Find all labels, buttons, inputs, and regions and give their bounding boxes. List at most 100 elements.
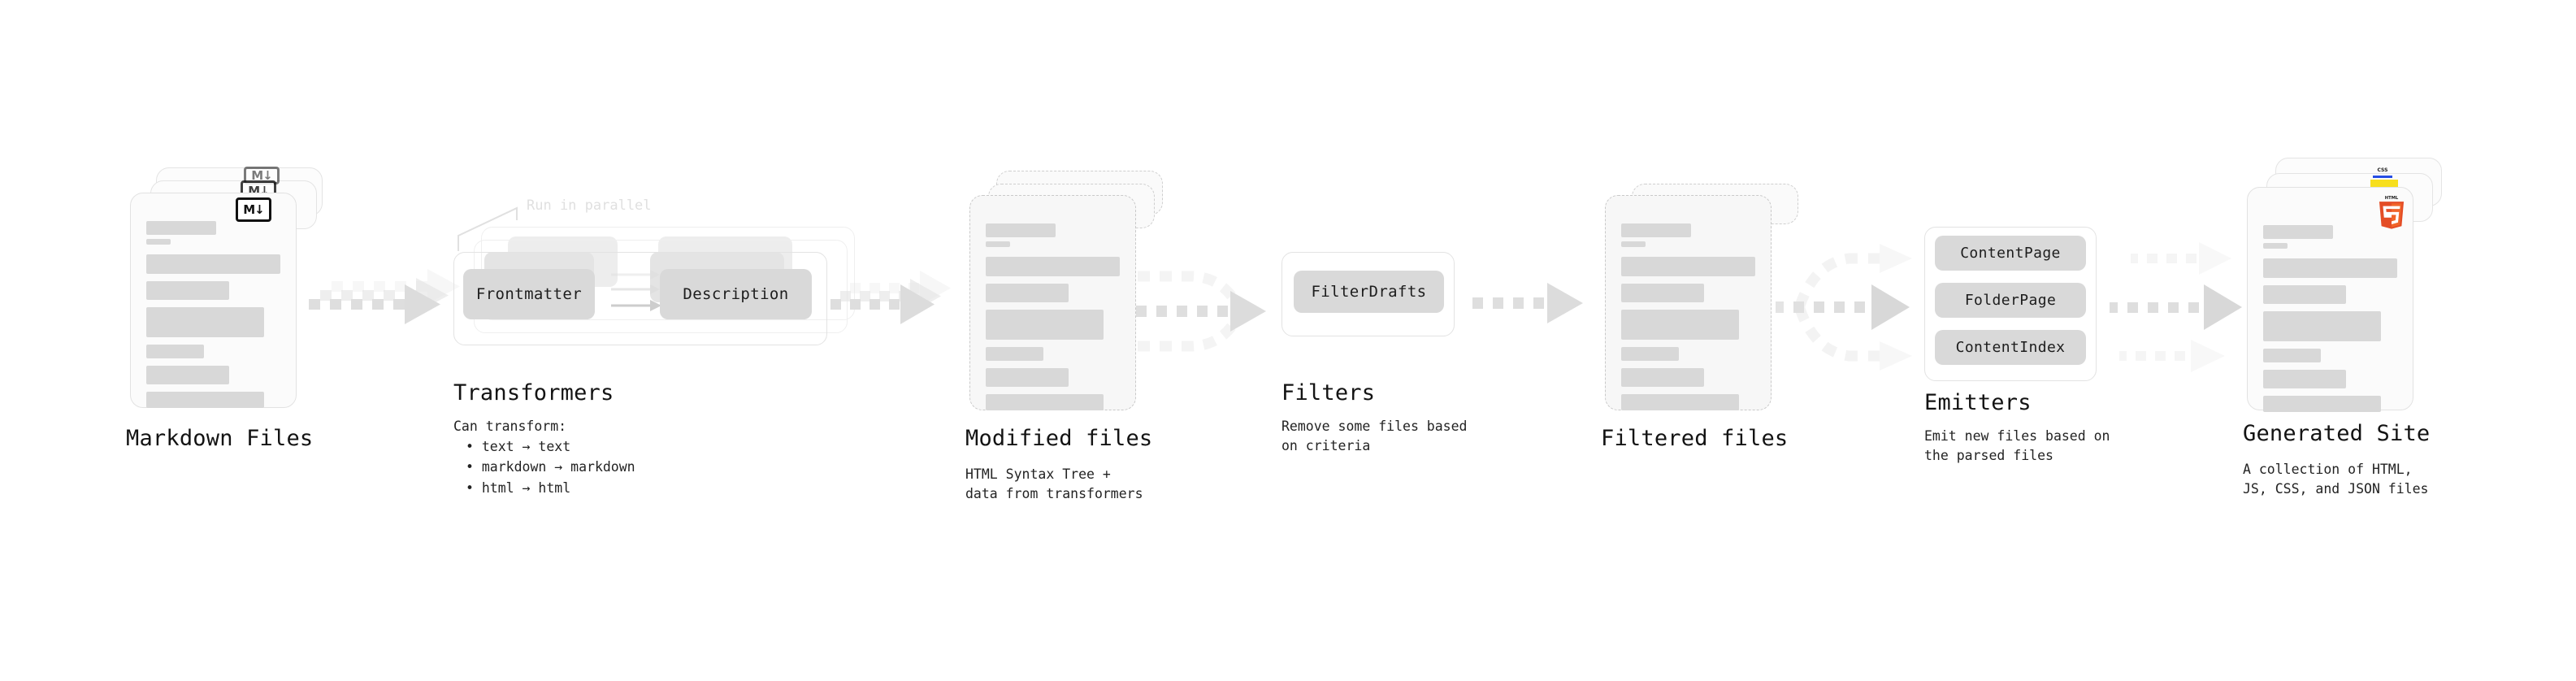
content-bar (1621, 368, 1705, 387)
arrow-markdown-to-transformers (309, 269, 460, 324)
emit-arrow-bottom (2119, 340, 2225, 372)
content-bar (986, 284, 1069, 302)
emit-arrow-mid (2110, 284, 2242, 330)
content-bar (2263, 370, 2347, 388)
markdown-badge-arrow-icon-front: ↓ (254, 202, 265, 217)
content-bar-subtitle (146, 239, 171, 245)
merge-main (1136, 291, 1266, 332)
stage-title-transformers: Transformers (453, 380, 614, 406)
content-bar (146, 392, 265, 408)
content-bar (986, 394, 1104, 410)
arrow-filters-to-filtered (1472, 283, 1583, 323)
modified-file-card (969, 195, 1136, 410)
content-bar (2263, 285, 2347, 304)
arrow-main (1472, 283, 1583, 323)
arrow-modified-to-filters (1136, 271, 1266, 352)
modified-file-content (986, 223, 1120, 410)
arrow-filtered-to-emitters (1776, 244, 1912, 371)
arrow-layer-front (309, 284, 440, 324)
split-branch-top (1794, 244, 1912, 308)
stage-subtitle-filters: Remove some files based on criteria (1281, 419, 1468, 453)
emitter-pill-contentindex[interactable]: ContentIndex (1935, 330, 2086, 365)
internal-arrow-front (611, 300, 661, 311)
content-bar (2263, 311, 2382, 341)
content-bar (2263, 396, 2382, 412)
markdown-file-card (130, 193, 297, 408)
html5-badge-wordmark: HTML (2385, 196, 2399, 201)
stage-title-generated-site: Generated Site (2243, 421, 2431, 446)
emitter-pill-contentpage[interactable]: ContentPage (1935, 236, 2086, 271)
stage-title-markdown-files: Markdown Files (126, 426, 314, 451)
split-main (1776, 284, 1910, 330)
internal-arrow-mid (611, 284, 660, 294)
markdown-badge: M↓ (236, 197, 271, 222)
markdown-badge-letter: M (251, 167, 263, 183)
emitter-pill-contentpage-label: ContentPage (1960, 245, 2061, 262)
markdown-badge-letter-front: M (243, 202, 255, 217)
content-bar (146, 281, 230, 300)
split-branch-bottom (1794, 306, 1912, 371)
content-bar-subtitle (986, 241, 1010, 247)
content-bar (1621, 347, 1679, 361)
filter-pill-filterdrafts[interactable]: FilterDrafts (1294, 271, 1444, 313)
content-bar (146, 307, 265, 337)
merge-branch-bottom (1138, 310, 1245, 352)
filtered-file-card (1605, 195, 1772, 410)
transformers-bullet-1: • markdown → markdown (466, 459, 635, 475)
arrow-emitters-to-site (2110, 242, 2242, 372)
content-bar-title (146, 221, 216, 235)
filtered-file-content (1621, 223, 1755, 410)
stage-title-filtered-files: Filtered files (1601, 426, 1789, 451)
css-badge: CSS (2373, 166, 2392, 178)
arrow-layer-front (830, 284, 935, 324)
transformer-pill-frontmatter-label: Frontmatter (475, 285, 583, 303)
stage-subtitle-modified-files: HTML Syntax Tree + data from transformer… (965, 466, 1143, 501)
internal-arrow-back (611, 270, 660, 280)
merge-branch-top (1138, 271, 1245, 313)
content-bar (1621, 257, 1755, 276)
content-bar (1621, 394, 1740, 410)
content-bar-title (2263, 225, 2333, 239)
transformer-pill-description-label: Description (683, 285, 789, 303)
transformers-bullet-0: • text → text (466, 439, 571, 454)
stage-subtitle-transformers: Can transform: (453, 419, 567, 434)
content-bar-title (1621, 223, 1691, 237)
stage-title-emitters: Emitters (1924, 390, 2032, 415)
emitter-pill-contentindex-label: ContentIndex (1955, 339, 2066, 356)
run-in-parallel-bracket (458, 206, 518, 251)
transformer-pill-frontmatter[interactable]: Frontmatter (463, 269, 595, 319)
stage-subtitle-generated-site: A collection of HTML, JS, CSS, and JSON … (2243, 462, 2429, 497)
content-bar (146, 345, 204, 358)
content-bar (986, 368, 1069, 387)
content-bar (146, 366, 230, 384)
transformer-pill-description[interactable]: Description (660, 269, 812, 319)
content-bar (1621, 284, 1705, 302)
markdown-badge-arrow-icon: ↓ (262, 167, 273, 183)
transformer-internal-arrows (611, 270, 661, 311)
filter-pill-filterdrafts-label: FilterDrafts (1311, 283, 1427, 301)
content-bar (986, 257, 1120, 276)
content-bar (986, 310, 1104, 340)
stage-title-modified-files: Modified files (965, 426, 1153, 451)
content-bar (986, 347, 1043, 361)
content-bar-subtitle (2263, 243, 2288, 249)
content-bar (1621, 310, 1740, 340)
content-bar (146, 254, 280, 274)
markdown-file-content (146, 221, 280, 408)
generated-site-content (2263, 225, 2397, 412)
stage-subtitle-emitters: Emit new files based on the parsed files (1924, 428, 2110, 463)
transformers-bullet-2: • html → html (466, 480, 571, 496)
arrow-transformers-to-modified (830, 271, 951, 324)
emitter-pill-folderpage[interactable]: FolderPage (1935, 283, 2086, 318)
emit-arrow-top (2131, 242, 2231, 275)
run-in-parallel-label: Run in parallel (527, 197, 652, 214)
css-badge-label: CSS (2377, 167, 2388, 173)
transformer-container-front (453, 252, 827, 345)
content-bar-title (986, 223, 1056, 237)
content-bar (2263, 258, 2397, 278)
content-bar (2263, 349, 2321, 362)
stage-title-filters: Filters (1281, 380, 1376, 406)
content-bar-subtitle (1621, 241, 1646, 247)
emitter-pill-folderpage-label: FolderPage (1964, 292, 2057, 309)
